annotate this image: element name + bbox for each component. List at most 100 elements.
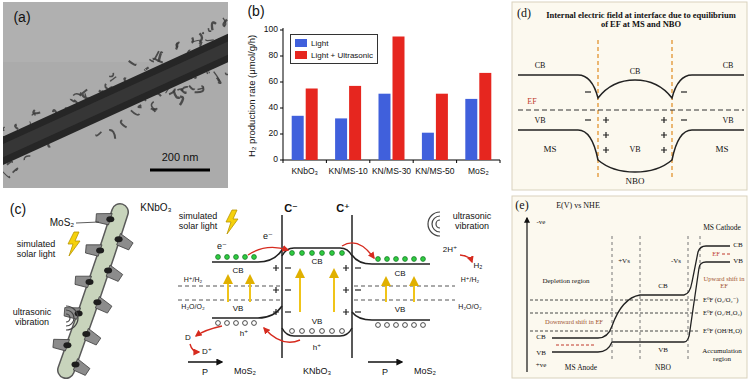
- category-label: MoS₂: [468, 167, 489, 176]
- redox-label: H⁺/H₂: [184, 276, 202, 284]
- axis-tick: 100: [264, 25, 278, 34]
- vibration-symbol: [432, 216, 440, 232]
- hole-dot: [252, 321, 257, 326]
- valence-band: [352, 312, 430, 320]
- plus-sign: [343, 265, 349, 271]
- mos2-flake: [109, 130, 115, 139]
- electron-dot: [412, 257, 417, 262]
- mos2-flake: [206, 40, 214, 41]
- band-label: CB: [311, 258, 322, 267]
- x-tick: [500, 160, 501, 163]
- legend-entry: Light: [295, 37, 373, 49]
- polarization-arrow: [227, 276, 229, 302]
- band-label: VB: [721, 117, 734, 126]
- transfer-arrow: [460, 255, 472, 262]
- material-label: MS: [714, 145, 729, 155]
- band-label: VB: [628, 146, 641, 155]
- knbo3-fiber-outline: [66, 212, 120, 370]
- panel-background: [512, 196, 747, 378]
- x-tick: [413, 160, 414, 163]
- legend-swatch: [295, 39, 307, 47]
- panel-letter: (c): [10, 202, 26, 217]
- valence-band: [212, 306, 282, 318]
- plus-sign: [343, 287, 349, 293]
- region-label: Accumulation region: [698, 348, 746, 363]
- minus-sign: [585, 91, 591, 92]
- band-label: VB: [732, 258, 744, 266]
- interface-line: [351, 215, 353, 358]
- mos2-particle: [104, 268, 112, 274]
- y-tick: [280, 82, 283, 83]
- legend-entry: Light + Ultrasonic: [295, 49, 373, 61]
- transfer-arrow: [248, 247, 288, 255]
- mos2-flake: [192, 37, 193, 42]
- hole-dot: [290, 329, 295, 334]
- leader-line: [76, 222, 99, 223]
- interface-line: [688, 236, 689, 362]
- electron-dot: [310, 251, 315, 256]
- plus-sign: [273, 287, 279, 293]
- fermi-level: [556, 345, 596, 346]
- panel-background: [512, 2, 747, 190]
- fermi-level-label: EF: [526, 98, 537, 107]
- mos2-flake: [145, 67, 149, 69]
- electron-dot: [394, 257, 399, 262]
- panel-letter: (d): [517, 7, 531, 20]
- transfer-arrow: [196, 326, 222, 336]
- material-label: NBO: [624, 177, 645, 187]
- panel-letter: (e): [515, 199, 528, 212]
- axis-end-label: +ve: [536, 362, 547, 370]
- hole-dot: [310, 329, 315, 334]
- redox-label: E⁰F (O₂/H₂O₂): [702, 309, 743, 316]
- band-label: CB: [722, 62, 735, 71]
- minus-sign: [285, 289, 291, 290]
- hole-dot: [385, 323, 390, 328]
- mos2-flake: [155, 59, 163, 63]
- transfer-arrow: [342, 243, 374, 258]
- minus-sign: [585, 119, 591, 120]
- valence-band: [282, 328, 352, 336]
- plus-sign: [603, 132, 609, 138]
- mos2-flake: [198, 86, 204, 90]
- electron-dot: [234, 255, 239, 260]
- mos2-flake: [121, 120, 127, 127]
- conduction-band: [212, 250, 282, 262]
- electron-dot: [290, 251, 295, 256]
- vibration-symbol: [436, 220, 440, 228]
- hole-dot: [216, 321, 221, 326]
- region-label: Depletion region: [541, 278, 590, 286]
- species-label: D⁺: [202, 348, 212, 357]
- hole-dot: [225, 321, 230, 326]
- hole-dot: [403, 323, 408, 328]
- material-label: KNbO₃: [303, 367, 331, 377]
- mos2-flake: [189, 86, 194, 90]
- electron-dot: [403, 257, 408, 262]
- fermi-level-label: EF: [711, 250, 721, 257]
- bar: [465, 99, 477, 160]
- shift-label: Downward shift in EF: [544, 318, 604, 325]
- mos2-flake: [223, 18, 226, 26]
- category-label: KN/MS-30: [372, 167, 411, 176]
- category-label: KN/MS-50: [415, 167, 454, 176]
- material-label: MoS₂: [414, 367, 436, 377]
- material-label: NBO: [654, 364, 672, 372]
- plus-sign: [343, 309, 349, 315]
- redox-label: H⁺/H₂: [461, 276, 479, 284]
- mos2-particle: [82, 331, 90, 337]
- carrier-label: e⁻: [217, 242, 227, 252]
- hole-dot: [412, 323, 417, 328]
- mos2-flake: [176, 43, 177, 50]
- mos2-flake: [201, 31, 204, 34]
- band-label: CB: [232, 267, 243, 276]
- category-label: KNbO₃: [291, 167, 318, 176]
- redox-label: E⁰F (O₂/O₂⁻): [702, 296, 739, 303]
- hole-dot: [421, 323, 426, 328]
- tem-image: [3, 2, 228, 188]
- bar: [335, 118, 347, 160]
- electron-dot: [243, 255, 248, 260]
- bar: [349, 86, 361, 160]
- plus-sign: [273, 265, 279, 271]
- material-label: MS Cathode: [702, 224, 742, 232]
- x-tick: [369, 160, 370, 163]
- potential-label: +Vs: [617, 258, 631, 266]
